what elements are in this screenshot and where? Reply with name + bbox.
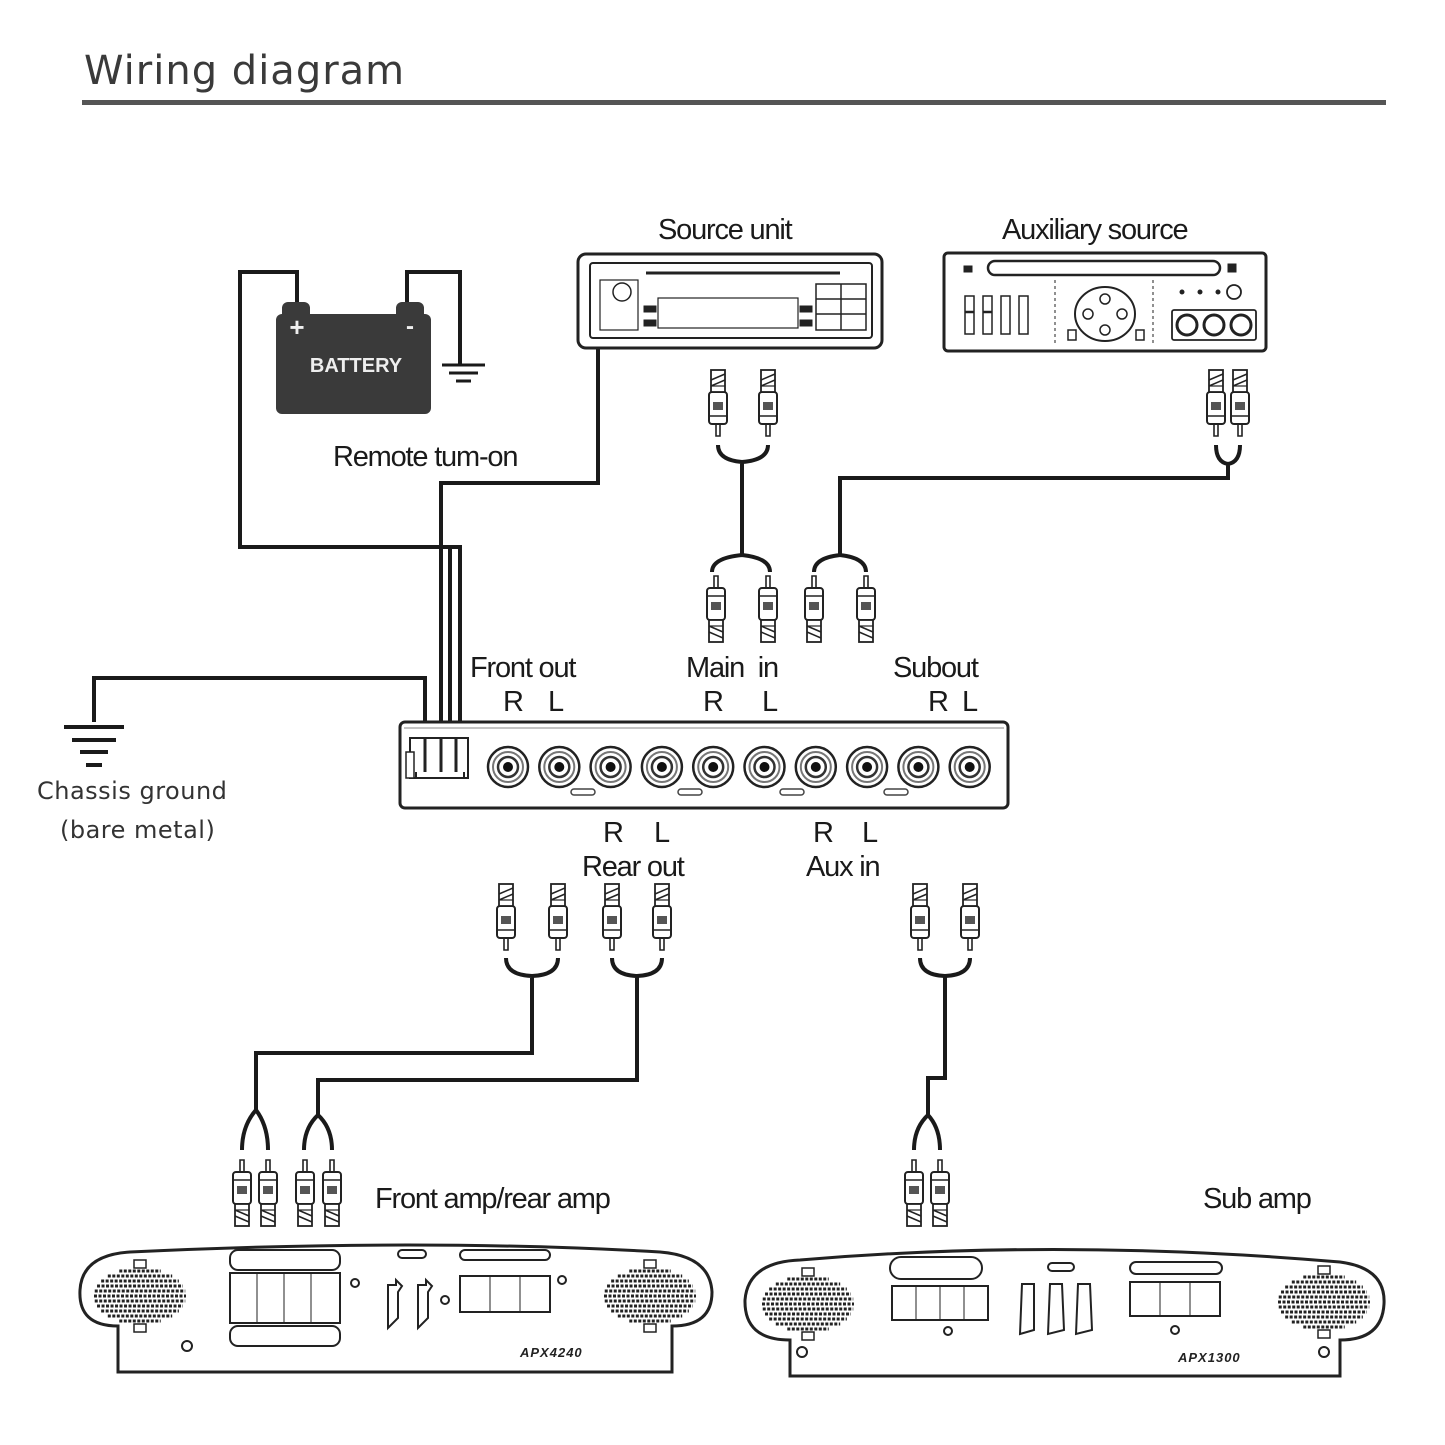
rca-plug — [709, 370, 727, 436]
rca-jack — [794, 745, 838, 789]
rear-out-l-label: L — [654, 817, 670, 849]
rca-jack — [743, 745, 786, 789]
chassis-ground-label: Chassis ground — [37, 777, 228, 805]
auxiliary-source — [942, 251, 1268, 353]
sub-out-label: Subout — [893, 652, 979, 684]
front-out-label: Front out — [470, 652, 576, 684]
rca-jack — [589, 745, 632, 789]
rca-jack-row — [486, 745, 991, 789]
source-unit — [576, 252, 884, 350]
front-rear-amp-label: Front amp/rear amp — [375, 1183, 611, 1215]
remote-turn-on-label: Remote tum-on — [333, 441, 518, 473]
rear-out-rca-cable — [295, 884, 671, 1227]
auxiliary-source-label: Auxiliary source — [1002, 214, 1189, 246]
rca-plug — [232, 1159, 252, 1227]
sub-amp-label: Sub amp — [1203, 1183, 1312, 1215]
speaker-grille — [1278, 1265, 1370, 1339]
aux-in-rca-cable — [804, 370, 1249, 643]
rca-jack — [845, 745, 889, 789]
rear-out-label: Rear out — [582, 851, 685, 883]
front-rear-amp-model: APX4240 — [520, 1345, 583, 1360]
rca-plug — [322, 1159, 342, 1227]
rca-jack — [486, 745, 530, 789]
sub-out-rca-cable — [904, 884, 979, 1227]
power-wiring — [92, 270, 600, 738]
main-in-label: Main in — [686, 652, 779, 684]
rca-jack — [691, 745, 735, 789]
aux-in-label: Aux in — [806, 851, 881, 883]
main-in-rca-cable — [706, 370, 778, 643]
rca-plug — [904, 1159, 924, 1227]
rca-plug — [961, 884, 979, 950]
rca-plug — [549, 884, 567, 950]
front-out-r-label: R — [503, 686, 524, 718]
rca-plug — [603, 884, 621, 950]
rca-plug — [856, 575, 876, 643]
rca-jack — [897, 745, 940, 789]
front-rear-amplifier — [78, 1243, 714, 1374]
rca-plug — [706, 575, 726, 643]
speaker-grille — [762, 1267, 854, 1341]
source-unit-label: Source unit — [658, 214, 793, 246]
rca-plug — [258, 1159, 278, 1227]
rca-plug — [1207, 370, 1225, 436]
rca-plug — [497, 884, 515, 950]
rca-jack — [640, 745, 684, 789]
battery-negative-icon: - — [406, 313, 414, 340]
title-underline — [82, 100, 1386, 105]
rca-plug — [804, 575, 824, 643]
main-in-r-label: R — [703, 686, 724, 718]
chassis-ground-wire — [92, 676, 427, 738]
aux-in-l-label: L — [862, 817, 878, 849]
power-terminal-block — [405, 737, 469, 779]
sub-out-l-label: L — [962, 686, 978, 718]
front-out-rca-cable — [232, 884, 567, 1227]
battery-label: BATTERY — [310, 355, 403, 377]
rca-jack — [538, 745, 581, 789]
battery: + - BATTERY — [276, 302, 431, 414]
diagram-title: Wiring diagram — [84, 48, 406, 94]
battery-negative-wire — [405, 270, 462, 365]
speaker-grille — [604, 1259, 696, 1333]
processor-unit — [398, 720, 1010, 810]
battery-ground-icon — [442, 363, 485, 383]
sub-amp-model: APX1300 — [1178, 1350, 1241, 1365]
rca-plug — [653, 884, 671, 950]
rca-plug — [911, 884, 929, 950]
rca-plug — [1231, 370, 1249, 436]
rca-plug — [758, 575, 778, 643]
chassis-ground-sublabel: (bare metal) — [60, 816, 216, 844]
battery-positive-icon: + — [289, 312, 304, 342]
rca-jack — [948, 745, 991, 789]
speaker-grille — [94, 1259, 186, 1333]
chassis-ground-icon — [64, 725, 124, 767]
rca-plug — [295, 1159, 315, 1227]
main-in-l-label: L — [762, 686, 778, 718]
battery-positive-wire — [238, 270, 462, 738]
remote-turn-on-wire — [439, 348, 600, 738]
sub-out-r-label: R — [928, 686, 949, 718]
rca-plug — [759, 370, 777, 436]
aux-in-r-label: R — [813, 817, 834, 849]
sub-amplifier — [743, 1247, 1386, 1378]
front-out-l-label: L — [548, 686, 564, 718]
rca-plug — [930, 1159, 950, 1227]
rear-out-r-label: R — [603, 817, 624, 849]
